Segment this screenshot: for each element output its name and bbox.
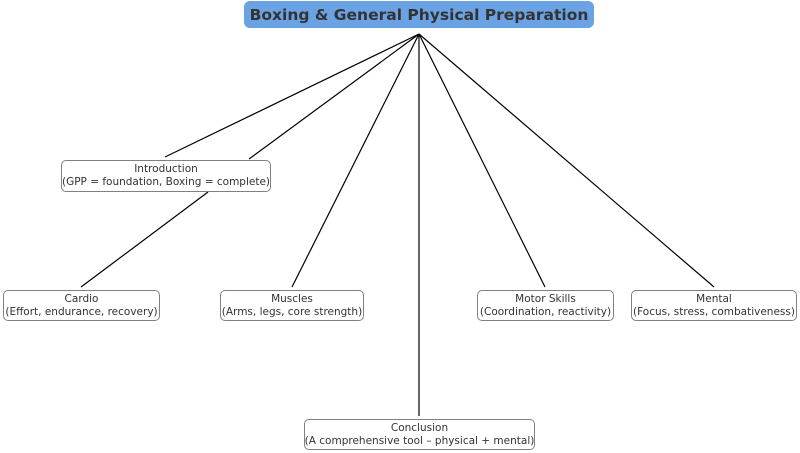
edge-intro-cardio: [80, 191, 209, 288]
node-title: Conclusion: [390, 421, 449, 434]
node-subtitle: (Focus, stress, combativeness): [633, 305, 795, 318]
node-mental: Mental (Focus, stress, combativeness): [631, 290, 797, 321]
node-subtitle: (Coordination, reactivity): [479, 305, 612, 318]
edge-root-intro-right: [248, 33, 420, 160]
node-title: Motor Skills: [515, 292, 576, 305]
edge-root-motor: [418, 33, 546, 288]
node-conclusion: Conclusion (A comprehensive tool – physi…: [304, 419, 535, 450]
node-title: Introduction: [134, 163, 198, 175]
edge-root-intro-left: [164, 33, 420, 158]
node-subtitle: (A comprehensive tool – physical + menta…: [304, 434, 535, 447]
node-introduction: Introduction (GPP = foundation, Boxing =…: [61, 160, 271, 192]
node-subtitle: (Arms, legs, core strength): [221, 305, 363, 318]
node-subtitle: (Effort, endurance, recovery): [5, 305, 158, 318]
node-title: Cardio: [64, 292, 99, 305]
edge-root-muscles: [291, 33, 420, 288]
node-subtitle: (GPP = foundation, Boxing = complete): [61, 176, 271, 188]
edge-root-mental: [418, 33, 715, 288]
root-node-title: Boxing & General Physical Preparation: [244, 1, 594, 28]
node-muscles: Muscles (Arms, legs, core strength): [220, 290, 364, 321]
node-title: Mental: [696, 292, 732, 305]
node-motor-skills: Motor Skills (Coordination, reactivity): [477, 290, 614, 321]
node-cardio: Cardio (Effort, endurance, recovery): [3, 290, 160, 321]
node-title: Muscles: [271, 292, 313, 305]
